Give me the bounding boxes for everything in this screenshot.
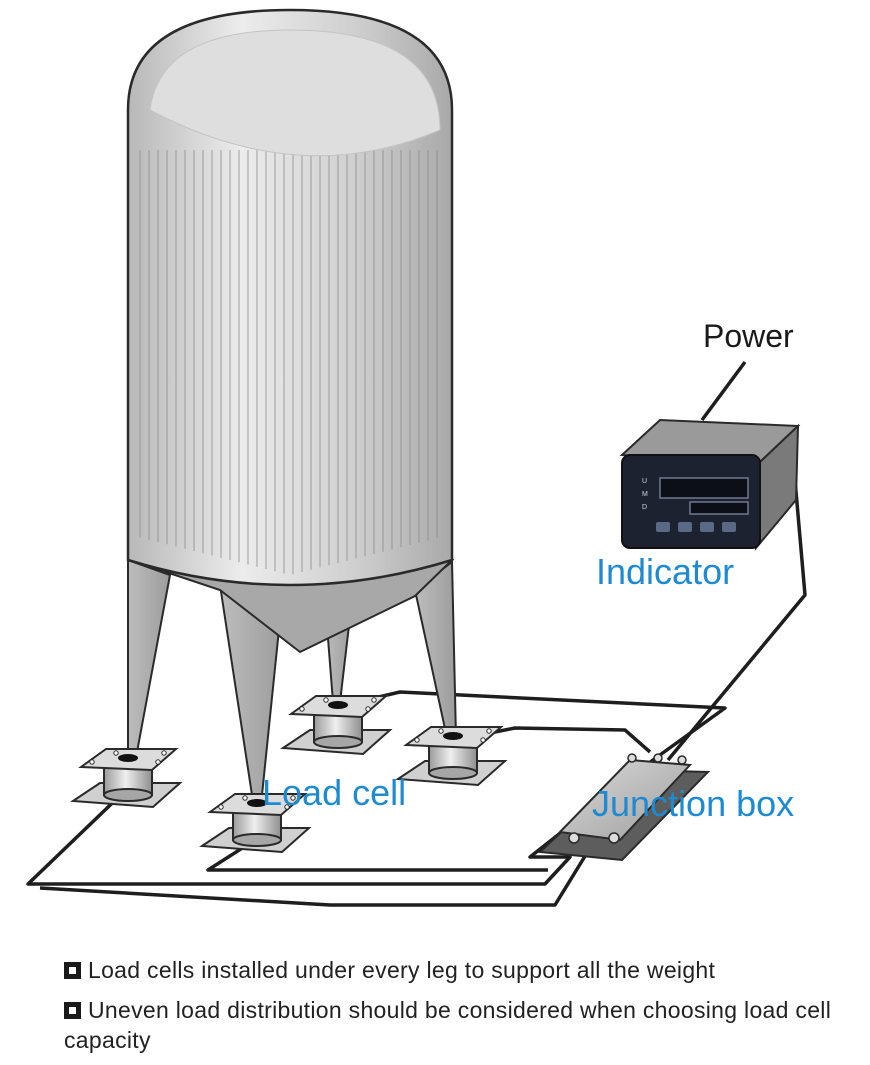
cable-loop-outer — [26, 690, 727, 886]
load-cell-body-bottom — [103, 788, 153, 802]
silo — [126, 8, 455, 654]
load-cell-bolt — [284, 804, 290, 810]
note-text: Load cells installed under every leg to … — [88, 957, 716, 983]
label-indicator: Indicator — [596, 551, 735, 592]
junction-box-gland — [653, 753, 663, 763]
load-cell-assembly — [395, 726, 508, 787]
load-cell-body-bottom — [428, 766, 478, 780]
junction-box-gland — [568, 832, 580, 844]
load-cell-bolt — [242, 795, 248, 801]
indicator-led-label: D — [642, 504, 647, 511]
load-cell-mount-point — [118, 754, 138, 762]
load-cell-body-bottom — [232, 833, 282, 847]
load-cell-bolt — [155, 759, 161, 765]
load-cell-bolt — [323, 697, 329, 703]
silo-weighing-diagram: U M D — [26, 8, 807, 907]
note-item: Uneven load distribution should be consi… — [64, 995, 854, 1055]
load-cell-bolt — [161, 750, 167, 756]
load-cell-mount-point — [247, 799, 267, 807]
junction-box-gland — [608, 832, 620, 844]
junction-box-gland — [627, 753, 637, 763]
indicator-buttons — [656, 522, 736, 532]
label-power: Power — [703, 318, 794, 354]
indicator-display-main — [659, 477, 749, 499]
load-cell-bolt — [299, 706, 305, 712]
square-bullet-icon — [64, 1002, 81, 1019]
load-cell-body-bottom — [313, 735, 363, 749]
load-cell-bolt — [113, 750, 119, 756]
junction-box-body — [557, 758, 693, 842]
load-cell-bolt — [365, 706, 371, 712]
load-cell-bolt — [480, 737, 486, 743]
load-cells — [70, 695, 508, 854]
load-cell-bolt — [218, 804, 224, 810]
note-item: Load cells installed under every leg to … — [64, 955, 854, 985]
silo-dome-highlight — [149, 29, 441, 157]
indicator-button — [722, 522, 736, 532]
square-bullet-icon — [64, 962, 81, 979]
junction-box — [537, 753, 711, 862]
junction-box-gland — [677, 755, 687, 765]
load-cell-mount-point — [328, 701, 348, 709]
load-cell-bolt — [486, 728, 492, 734]
load-cell-bolt — [371, 697, 377, 703]
cable-power — [700, 360, 747, 422]
label-junction-box: Junction box — [592, 783, 795, 824]
silo-ribs — [139, 150, 438, 575]
load-cell-bolt — [414, 737, 420, 743]
weighing-indicator: U M D — [619, 418, 801, 551]
indicator-led-label: M — [642, 491, 648, 498]
cable-loop-bottom — [39, 847, 592, 907]
note-text: Uneven load distribution should be consi… — [64, 997, 832, 1053]
load-cell-assembly — [199, 793, 312, 854]
indicator-button — [678, 522, 692, 532]
indicator-button — [656, 522, 670, 532]
load-cell-bolt — [290, 795, 296, 801]
load-cell-bolt — [438, 728, 444, 734]
load-cell-assembly — [280, 695, 393, 756]
indicator-led-label: U — [642, 478, 647, 485]
label-load-cell: Load cell — [262, 772, 407, 813]
silo-leg-left — [127, 558, 172, 753]
load-cell-assembly — [70, 748, 183, 809]
silo-shell — [126, 8, 454, 587]
load-cell-mount-point — [443, 732, 463, 740]
notes-list: Load cells installed under every leg to … — [64, 955, 854, 1065]
indicator-display-sub — [689, 501, 749, 515]
cable-jbox-to-indicator — [666, 479, 807, 762]
indicator-button — [700, 522, 714, 532]
load-cell-bolt — [89, 759, 95, 765]
